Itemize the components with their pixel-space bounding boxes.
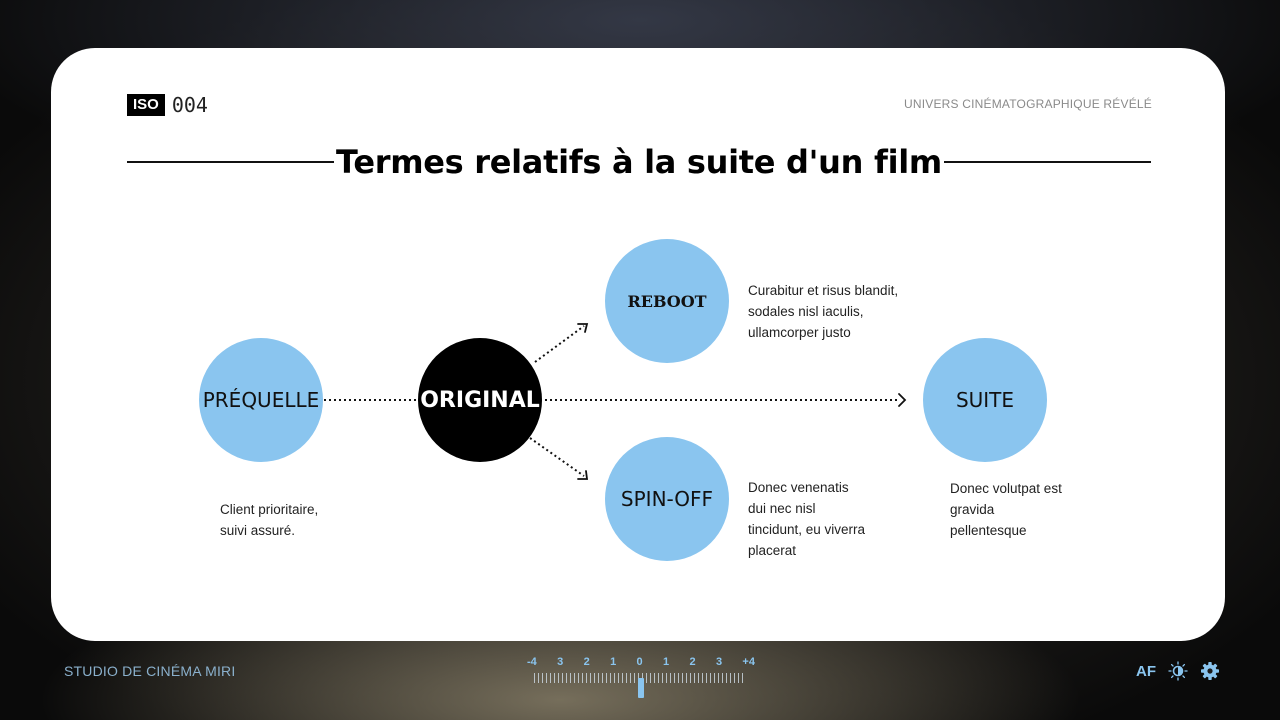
exposure-pointer[interactable] [638, 678, 644, 698]
page-title: Termes relatifs à la suite d'un film [336, 143, 942, 181]
tagline: UNIVERS CINÉMATOGRAPHIQUE RÉVÉLÉ [903, 97, 1152, 111]
description-line: Client prioritaire, [220, 502, 319, 517]
exposure-scale-labels: -4 3 2 1 0 1 2 3 +4 [526, 656, 756, 668]
node-prequel: PRÉQUELLE [199, 338, 323, 462]
scale-label: -4 [527, 656, 537, 668]
iso-indicator: ISO 004 [127, 94, 208, 116]
node-spinoff-label: SPIN-OFF [620, 487, 714, 511]
iso-badge: ISO [127, 94, 165, 116]
title-rule-left [127, 161, 335, 163]
node-original: ORIGINAL [418, 338, 542, 462]
description-line: gravida [950, 502, 995, 517]
node-spinoff: SPIN-OFF [605, 437, 729, 561]
suite-description: Donec volutpat est gravida pellentesque [950, 478, 1062, 541]
spinoff-description: Donec venenatis dui nec nisl tincidunt, … [748, 477, 865, 561]
description-line: Curabitur et risus blandit, [748, 283, 899, 298]
node-suite-label: SUITE [955, 388, 1015, 412]
description-line: sodales nisl iaculis, [748, 304, 864, 319]
af-button[interactable]: AF [1136, 662, 1156, 680]
node-prequel-label: PRÉQUELLE [202, 388, 320, 412]
brightness-icon[interactable] [1168, 661, 1188, 681]
gear-icon[interactable] [1200, 661, 1220, 681]
scale-label: +4 [742, 656, 755, 668]
description-line: ullamcorper justo [748, 325, 851, 340]
reboot-description: Curabitur et risus blandit, sodales nisl… [748, 280, 898, 343]
scale-label: 2 [689, 656, 696, 668]
prequel-description: Client prioritaire, suivi assuré. [220, 499, 318, 541]
title-rule-right [943, 161, 1151, 163]
node-reboot-label: REBOOT [627, 291, 707, 311]
scale-label: 1 [663, 656, 670, 668]
scale-label: 3 [715, 656, 723, 668]
iso-value: 004 [171, 93, 208, 117]
node-reboot: REBOOT [605, 239, 729, 363]
description-line: dui nec nisl [748, 501, 816, 516]
studio-name: STUDIO DE CINÉMA MIRI [64, 663, 236, 679]
scale-label: 3 [557, 656, 564, 668]
scale-label: 2 [583, 656, 590, 668]
description-line: Donec venenatis [748, 480, 849, 495]
description-line: Donec volutpat est [950, 481, 1062, 496]
camera-controls: AF [1136, 661, 1220, 681]
title-row: Termes relatifs à la suite d'un film [127, 140, 1151, 184]
scale-label: 1 [610, 656, 617, 668]
exposure-scale[interactable]: -4 3 2 1 0 1 2 3 +4 [526, 656, 756, 700]
node-original-label: ORIGINAL [420, 387, 540, 413]
scale-label: 0 [636, 656, 643, 668]
description-line: tincidunt, eu viverra [748, 522, 866, 537]
description-line: placerat [748, 543, 797, 558]
description-line: suivi assuré. [220, 523, 296, 538]
description-line: pellentesque [950, 523, 1027, 538]
node-suite: SUITE [923, 338, 1047, 462]
